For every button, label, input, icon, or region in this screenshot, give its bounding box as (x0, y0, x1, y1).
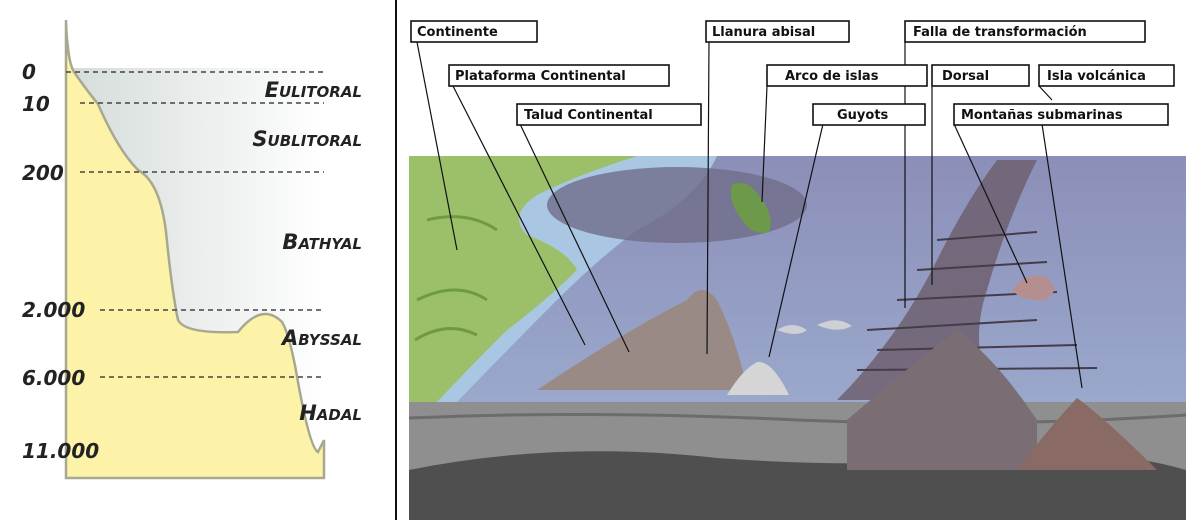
label-llanura-abisal: Llanura abisal (706, 21, 849, 42)
depth-label: 200 (22, 161, 64, 185)
label-plataforma-continental: Plataforma Continental (449, 65, 669, 86)
label-montanas-submarinas: Montañas submarinas (954, 104, 1168, 125)
label-text: Falla de transformación (913, 25, 1087, 40)
label-falla-de-transformacion: Falla de transformación (905, 21, 1145, 42)
label-text: Montañas submarinas (961, 108, 1123, 123)
label-guyots: Guyots (813, 104, 925, 125)
ocean-floor-svg: Continente Llanura abisal Falla de trans… (397, 0, 1186, 520)
zone-initial: B (282, 230, 298, 254)
label-continente: Continente (411, 21, 537, 42)
zone-rest: ULITORAL (279, 83, 362, 101)
label-talud-continental: Talud Continental (517, 104, 701, 125)
label-text: Dorsal (942, 69, 989, 84)
zone-initial: S (252, 127, 267, 151)
depth-label: 2.000 (22, 298, 85, 322)
depth-profile-svg: 0 10 200 2.000 6.000 11.000 EULITORAL SU… (0, 0, 395, 520)
depth-label: 10 (22, 92, 50, 116)
label-isla-volcanica: Isla volcánica (1039, 65, 1174, 86)
label-text: Continente (417, 25, 498, 40)
label-arco-de-islas: Arco de islas (767, 65, 927, 86)
leader-line (1039, 86, 1052, 100)
zone-rest: ADAL (316, 406, 362, 424)
zone-hadal: HADAL (299, 401, 362, 425)
label-text: Talud Continental (524, 108, 653, 123)
ocean-floor-illustration: Continente Llanura abisal Falla de trans… (397, 0, 1186, 520)
label-text: Arco de islas (785, 69, 879, 84)
zone-initial: A (280, 326, 298, 350)
label-text: Isla volcánica (1047, 69, 1146, 84)
zone-rest: BYSSAL (298, 331, 362, 349)
zone-rest: UBLITORAL (268, 132, 362, 150)
label-text: Guyots (837, 108, 889, 123)
depth-label: 11.000 (22, 439, 99, 463)
label-text: Llanura abisal (712, 25, 815, 40)
depth-label: 0 (22, 60, 36, 84)
zone-initial: E (265, 78, 280, 102)
zone-initial: H (299, 401, 317, 425)
label-text: Plataforma Continental (455, 69, 626, 84)
zone-rest: ATHYAL (297, 235, 362, 253)
depth-label: 6.000 (22, 366, 85, 390)
depth-zone-profile: 0 10 200 2.000 6.000 11.000 EULITORAL SU… (0, 0, 395, 520)
label-dorsal: Dorsal (932, 65, 1029, 86)
